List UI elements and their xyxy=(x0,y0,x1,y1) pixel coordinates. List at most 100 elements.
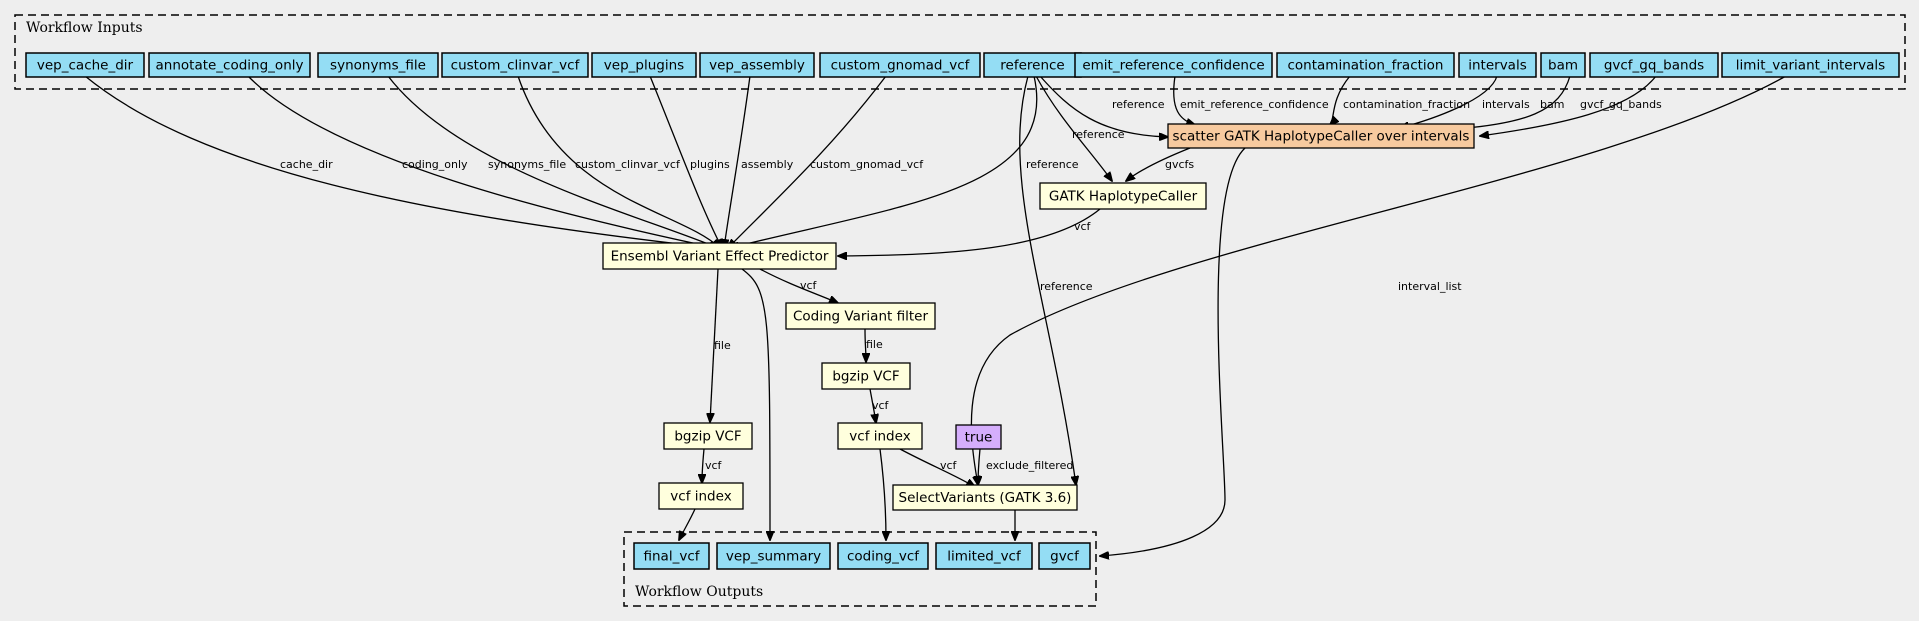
edge-filter-bgzip xyxy=(865,328,866,362)
step-label: bgzip VCF xyxy=(674,429,741,445)
edge-label-reference-hc: reference xyxy=(1072,128,1125,141)
edge-reference-vep xyxy=(730,75,1038,248)
step-haplotypecaller[interactable]: GATK HaplotypeCaller xyxy=(1039,182,1207,210)
edge-label-emit-ref-conf: emit_reference_confidence xyxy=(1180,98,1329,111)
output-label: coding_vcf xyxy=(847,549,920,565)
edge-gvcf-gq xyxy=(1480,75,1657,136)
output-limited-vcf[interactable]: limited_vcf xyxy=(935,542,1033,570)
edge-label-intervals: intervals xyxy=(1482,98,1530,111)
input-vep-cache-dir[interactable]: vep_cache_dir xyxy=(25,52,145,78)
edge-bgzip-index xyxy=(869,388,876,423)
edge-custom-gnomad xyxy=(728,75,887,248)
step-true-constant[interactable]: true xyxy=(955,424,1002,450)
input-annotate-coding-only[interactable]: annotate_coding_only xyxy=(148,52,311,78)
step-label: bgzip VCF xyxy=(832,369,899,385)
output-vep-summary[interactable]: vep_summary xyxy=(716,542,831,570)
input-label: limit_variant_intervals xyxy=(1736,58,1885,74)
input-custom-clinvar-vcf[interactable]: custom_clinvar_vcf xyxy=(441,52,589,78)
input-label: vep_plugins xyxy=(604,58,684,74)
output-label: gvcf xyxy=(1050,549,1080,565)
edge-label-cache-dir: cache_dir xyxy=(280,158,333,171)
edge-scatter-gvcf xyxy=(1100,147,1246,556)
step-scatter-haplotypecaller[interactable]: scatter GATK HaplotypeCaller over interv… xyxy=(1167,123,1475,149)
edge-label-custom-gnomad: custom_gnomad_vcf xyxy=(810,158,924,171)
edge-hc-vep xyxy=(838,208,1101,256)
input-custom-gnomad-vcf[interactable]: custom_gnomad_vcf xyxy=(819,52,981,78)
edge-index-final-vcf xyxy=(679,508,696,540)
input-emit-reference-confidence[interactable]: emit_reference_confidence xyxy=(1074,52,1273,78)
edge-label-bam: bam xyxy=(1540,98,1564,111)
step-coding-filter[interactable]: Coding Variant filter xyxy=(785,302,936,330)
edge-label-custom-clinvar: custom_clinvar_vcf xyxy=(575,158,681,171)
edge-label-file-vep-bgzip: file xyxy=(714,339,731,352)
input-label: custom_gnomad_vcf xyxy=(831,58,971,74)
output-nodes: final_vcf vep_summary coding_vcf limited… xyxy=(633,542,1091,570)
edge-label-interval-list: interval_list xyxy=(1398,280,1462,293)
edge-labels: cache_dir coding_only synonyms_file cust… xyxy=(280,98,1662,472)
workflow-outputs-cluster: Workflow Outputs xyxy=(623,531,1097,607)
step-label: SelectVariants (GATK 3.6) xyxy=(899,490,1072,506)
edge-index-select xyxy=(899,448,975,487)
edge-vep-summary xyxy=(741,268,770,540)
step-bgzip-final[interactable]: bgzip VCF xyxy=(663,422,753,450)
edges xyxy=(84,75,1787,556)
edge-label-contamination: contamination_fraction xyxy=(1343,98,1470,111)
edge-label-file-filter-bgzip: file xyxy=(866,338,883,351)
edge-synonyms-file xyxy=(387,75,718,248)
output-label: limited_vcf xyxy=(947,549,1022,565)
step-vep[interactable]: Ensembl Variant Effect Predictor xyxy=(602,242,837,270)
input-contamination-fraction[interactable]: contamination_fraction xyxy=(1276,52,1455,78)
edge-vep-bgzip xyxy=(710,268,719,422)
input-label: bam xyxy=(1548,58,1578,74)
edge-cache-dir xyxy=(84,75,714,248)
workflow-inputs-label: Workflow Inputs xyxy=(26,20,143,36)
edge-reference-select xyxy=(1019,75,1076,485)
edge-interval-list xyxy=(970,75,1787,485)
edge-assembly xyxy=(724,75,751,248)
edge-label-vcf-bgzip-index: vcf xyxy=(872,399,890,412)
edge-label-gvcf-gq: gvcf_gq_bands xyxy=(1580,98,1662,111)
input-bam[interactable]: bam xyxy=(1540,52,1586,78)
edge-custom-clinvar xyxy=(517,75,720,248)
step-index-coding[interactable]: vcf index xyxy=(837,422,923,450)
input-nodes: vep_cache_dir annotate_coding_only synon… xyxy=(25,52,1900,78)
step-index-final[interactable]: vcf index xyxy=(658,482,744,510)
output-gvcf[interactable]: gvcf xyxy=(1038,542,1091,570)
step-select-variants[interactable]: SelectVariants (GATK 3.6) xyxy=(892,484,1078,511)
edge-label-coding-only: coding_only xyxy=(402,158,468,171)
edge-label-synonyms-file: synonyms_file xyxy=(488,158,566,171)
input-gvcf-gq-bands[interactable]: gvcf_gq_bands xyxy=(1589,52,1719,78)
edge-label-reference-vep: reference xyxy=(1026,158,1079,171)
input-vep-assembly[interactable]: vep_assembly xyxy=(699,52,815,78)
edge-reference-scatter xyxy=(1039,75,1168,137)
edge-label-reference-scatter: reference xyxy=(1112,98,1165,111)
input-synonyms-file[interactable]: synonyms_file xyxy=(317,52,439,78)
input-label: vep_cache_dir xyxy=(37,58,134,74)
output-coding-vcf[interactable]: coding_vcf xyxy=(837,542,929,570)
output-final-vcf[interactable]: final_vcf xyxy=(633,542,710,570)
step-label: vcf index xyxy=(670,489,731,505)
input-intervals[interactable]: intervals xyxy=(1458,52,1537,78)
edge-bgzip-index-final xyxy=(702,448,704,483)
input-label: intervals xyxy=(1468,58,1527,74)
input-label: custom_clinvar_vcf xyxy=(451,58,581,74)
edge-label-vcf-bgzip-index-final: vcf xyxy=(705,459,723,472)
edge-label-gvcfs: gvcfs xyxy=(1165,158,1194,171)
input-label: contamination_fraction xyxy=(1287,58,1443,74)
step-nodes: scatter GATK HaplotypeCaller over interv… xyxy=(602,123,1475,511)
input-limit-variant-intervals[interactable]: limit_variant_intervals xyxy=(1721,52,1900,78)
step-label: Coding Variant filter xyxy=(793,309,928,325)
edge-vep-filter xyxy=(759,268,838,303)
input-vep-plugins[interactable]: vep_plugins xyxy=(591,52,697,78)
input-label: vep_assembly xyxy=(709,58,805,74)
constant-label: true xyxy=(965,430,993,446)
output-label: final_vcf xyxy=(644,549,701,565)
edge-label-vcf-hc-vep: vcf xyxy=(1074,220,1092,233)
input-label: gvcf_gq_bands xyxy=(1604,58,1704,74)
input-reference[interactable]: reference xyxy=(983,52,1082,78)
edge-plugins xyxy=(649,75,722,248)
step-bgzip-coding[interactable]: bgzip VCF xyxy=(821,362,911,390)
step-label: vcf index xyxy=(849,429,910,445)
edge-label-assembly: assembly xyxy=(741,158,794,171)
